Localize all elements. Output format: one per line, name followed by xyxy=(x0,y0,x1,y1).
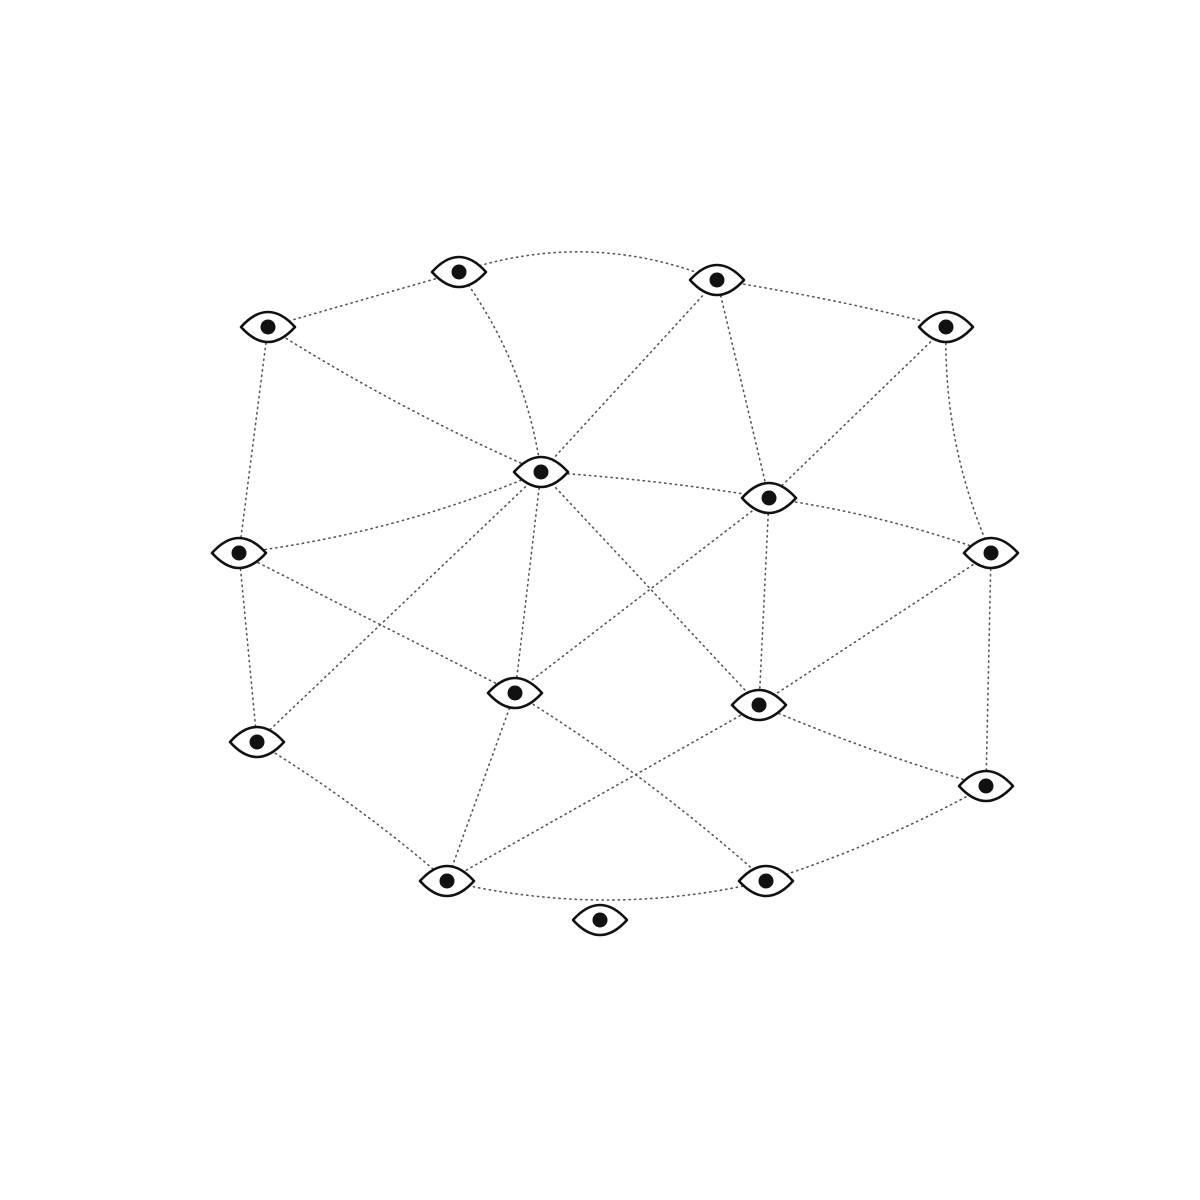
eye-pupil xyxy=(758,873,774,889)
edge-n9-n13 xyxy=(446,692,516,882)
edge-n1-n6 xyxy=(238,326,269,554)
eye-pupil xyxy=(709,272,725,288)
edge-n5-n11 xyxy=(540,471,760,706)
edge-n11-n12 xyxy=(758,704,987,787)
eye-pupil xyxy=(249,734,265,750)
edge-n10-n13 xyxy=(256,741,448,882)
edge-n3-n4 xyxy=(716,279,947,328)
eye-pupil xyxy=(978,778,994,794)
eye-icon xyxy=(430,255,488,289)
eye-icon xyxy=(571,903,629,937)
eye-icon xyxy=(239,310,297,344)
edge-n5-n7 xyxy=(540,471,770,499)
edge-n8-n12 xyxy=(985,552,992,787)
eye-pupil xyxy=(751,697,767,713)
eye-pupil xyxy=(533,464,549,480)
edge-n3-n7 xyxy=(716,279,770,499)
eye-pupil xyxy=(983,545,999,561)
edge-n13-n14 xyxy=(446,880,767,901)
eye-pupil xyxy=(439,873,455,889)
edge-n8-n11 xyxy=(758,552,992,706)
eye-pupil xyxy=(592,912,608,928)
edge-n11-n13 xyxy=(446,704,760,882)
eye-icon xyxy=(418,864,476,898)
eye-pupil xyxy=(938,319,954,335)
edge-n7-n11 xyxy=(758,497,770,706)
eye-icon xyxy=(210,536,268,570)
edge-n9-n14 xyxy=(514,692,767,882)
eye-pupil xyxy=(260,319,276,335)
eye-pupil xyxy=(761,490,777,506)
edge-n6-n10 xyxy=(238,552,258,743)
eye-icon xyxy=(688,263,746,297)
edge-n5-n9 xyxy=(514,471,542,694)
edge-n1-n2 xyxy=(267,271,460,328)
edge-n5-n10 xyxy=(256,471,542,743)
edges-layer xyxy=(238,251,992,901)
edge-n7-n9 xyxy=(514,497,770,694)
edge-n2-n3 xyxy=(458,251,718,281)
eye-icon xyxy=(486,676,544,710)
eye-pupil xyxy=(507,685,523,701)
eye-pupil xyxy=(231,545,247,561)
eye-icon xyxy=(512,455,570,489)
edge-n6-n9 xyxy=(238,552,516,694)
eye-icon xyxy=(962,536,1020,570)
edge-n5-n6 xyxy=(238,471,542,554)
eye-icon xyxy=(228,725,286,759)
nodes-layer xyxy=(210,255,1020,937)
edge-n7-n8 xyxy=(768,497,992,554)
edge-n2-n5 xyxy=(458,271,542,473)
edge-n14-n12 xyxy=(765,785,987,882)
edge-n4-n8 xyxy=(945,326,992,554)
eye-pupil xyxy=(451,264,467,280)
eye-icon xyxy=(917,310,975,344)
edge-n3-n5 xyxy=(540,279,718,473)
eye-icon xyxy=(740,481,798,515)
edge-n4-n7 xyxy=(768,326,947,499)
eye-icon xyxy=(730,688,788,722)
eye-icon xyxy=(737,864,795,898)
eye-icon xyxy=(957,769,1015,803)
edge-n1-n5 xyxy=(267,326,542,473)
